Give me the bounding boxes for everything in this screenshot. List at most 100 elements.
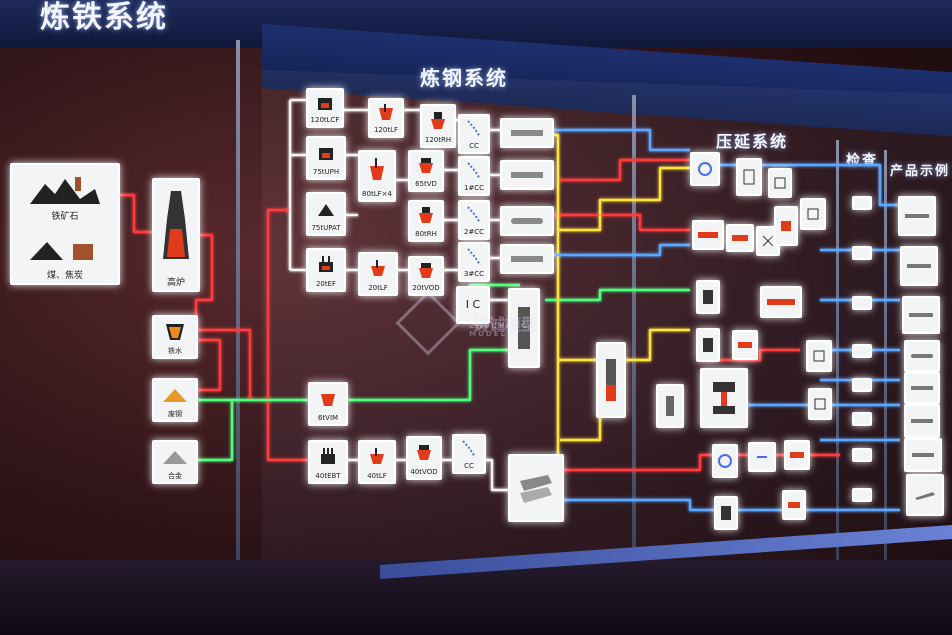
heating-furnace-tile xyxy=(696,328,720,362)
base-plinth xyxy=(0,560,952,635)
plate-icon xyxy=(900,198,934,234)
furnace-icon xyxy=(308,194,344,224)
mill-icon xyxy=(714,446,736,476)
node-label: 2#CC xyxy=(463,228,485,236)
flow-line-green xyxy=(345,348,520,402)
profile-icon xyxy=(904,298,938,332)
product-example-tile xyxy=(904,438,942,472)
node-label: 40tVOD xyxy=(410,468,438,476)
products-title: 产品示例 xyxy=(890,164,951,179)
remelt-icon xyxy=(598,344,624,416)
flow-line-blue xyxy=(550,128,690,152)
product-example-tile xyxy=(904,372,940,404)
ladle-furnace-icon xyxy=(360,152,394,190)
inspection-tile xyxy=(852,448,872,462)
ore-label: 铁矿石 xyxy=(51,212,79,222)
billet-product-tile xyxy=(500,244,554,274)
ore-coal-node: 铁矿石 煤、焦炭 xyxy=(10,163,120,285)
heating-furnace-tile xyxy=(696,280,720,314)
furnace-icon xyxy=(698,330,718,360)
ebt-40t-node: 40tEBT xyxy=(308,440,348,484)
rolling-stand-tile xyxy=(736,158,762,196)
watermark-text: 铸诚模型 xyxy=(473,315,538,334)
caster-icon xyxy=(460,116,488,142)
stand-icon xyxy=(808,342,830,370)
ladle-furnace-icon xyxy=(360,442,394,472)
node-label: 80tRH xyxy=(415,230,437,238)
watermark-logo-icon xyxy=(395,290,461,356)
ladle-furnace-icon xyxy=(370,100,402,126)
product-example-tile xyxy=(904,404,940,438)
node-label: 20tLF xyxy=(368,284,388,292)
ingot-icon xyxy=(658,386,682,426)
flow-line-red xyxy=(550,213,690,232)
node-label: 1#CC xyxy=(463,184,485,192)
rh-120t-node: 120tRH xyxy=(420,104,456,148)
upat-75t-node: 75tUPAT xyxy=(306,192,346,236)
caster-40t-node: CC xyxy=(452,434,486,474)
round-product-tile xyxy=(500,206,554,236)
flow-line-red xyxy=(700,348,800,362)
hot-metal-label: 铁水 xyxy=(168,347,182,355)
vd-65t-node: 65tVD xyxy=(408,150,444,192)
flow-line-red xyxy=(560,158,690,182)
alloy-pile-icon xyxy=(154,442,196,472)
rolling-stand-tile xyxy=(726,224,754,252)
product-example-tile xyxy=(898,196,936,236)
rolling-mill-tile xyxy=(690,152,720,186)
slab-icon xyxy=(510,456,562,520)
vacuum-icon xyxy=(408,438,440,468)
stand-icon xyxy=(770,170,790,196)
ingot-mold-icon xyxy=(510,290,538,366)
stand-row-icon xyxy=(728,226,752,250)
stand-icon xyxy=(802,200,824,228)
rolling-stand-tile xyxy=(732,330,758,360)
induction-furnace-icon xyxy=(310,384,346,414)
flow-line-red xyxy=(118,193,152,234)
inspection-tile xyxy=(852,344,872,358)
mill-icon xyxy=(692,154,718,184)
blast-furnace-label: 高炉 xyxy=(166,278,185,288)
scrap-pile-icon xyxy=(154,380,196,410)
flow-line-red xyxy=(196,338,222,392)
caster-icon xyxy=(460,202,488,228)
stand-row-icon xyxy=(762,288,800,316)
rolling-stand-tile xyxy=(800,198,826,230)
panel-divider xyxy=(632,95,636,575)
bloom-product-tile xyxy=(500,160,554,190)
rolling-mill-tile xyxy=(712,444,738,478)
alloy-label: 合金 xyxy=(168,472,182,480)
flow-line-yellow xyxy=(558,358,602,442)
vod-40t-node: 40tVOD xyxy=(406,436,442,480)
hot-metal-node: 铁水 xyxy=(152,315,198,359)
product-example-tile xyxy=(906,474,944,516)
lf-120t-node: 120tLF xyxy=(368,98,404,138)
scrap-node: 废钢 xyxy=(152,378,198,422)
ironmaking-title: 炼铁系统 xyxy=(40,0,168,35)
flow-line-red xyxy=(266,400,308,462)
flow-line-blue xyxy=(550,243,690,257)
blast-furnace-node: 高炉 xyxy=(152,178,200,292)
arc-furnace-icon xyxy=(310,442,346,472)
node-label: 65tVD xyxy=(415,180,437,188)
rolling-stand-tile xyxy=(774,206,798,246)
inspection-tile xyxy=(852,378,872,392)
rh-80t-node: 80tRH xyxy=(408,200,444,242)
vacuum-icon xyxy=(410,258,442,284)
furnace-icon xyxy=(698,282,718,312)
scrap-label: 废钢 xyxy=(168,410,182,418)
rolling-stand-tile xyxy=(782,490,806,520)
bloom-icon xyxy=(502,162,552,188)
caster-2-node: 2#CC xyxy=(458,200,490,240)
coal-label: 煤、焦炭 xyxy=(46,271,83,281)
rolling-stand-tile xyxy=(768,168,792,198)
caster-icon xyxy=(460,158,488,184)
node-label: 75tUPH xyxy=(312,168,340,176)
vacuum-icon xyxy=(410,202,442,230)
steelmaking-title: 炼钢系统 xyxy=(420,66,508,90)
flow-line-red xyxy=(194,233,214,330)
node-label: CC xyxy=(469,142,479,150)
press-icon xyxy=(702,370,746,426)
